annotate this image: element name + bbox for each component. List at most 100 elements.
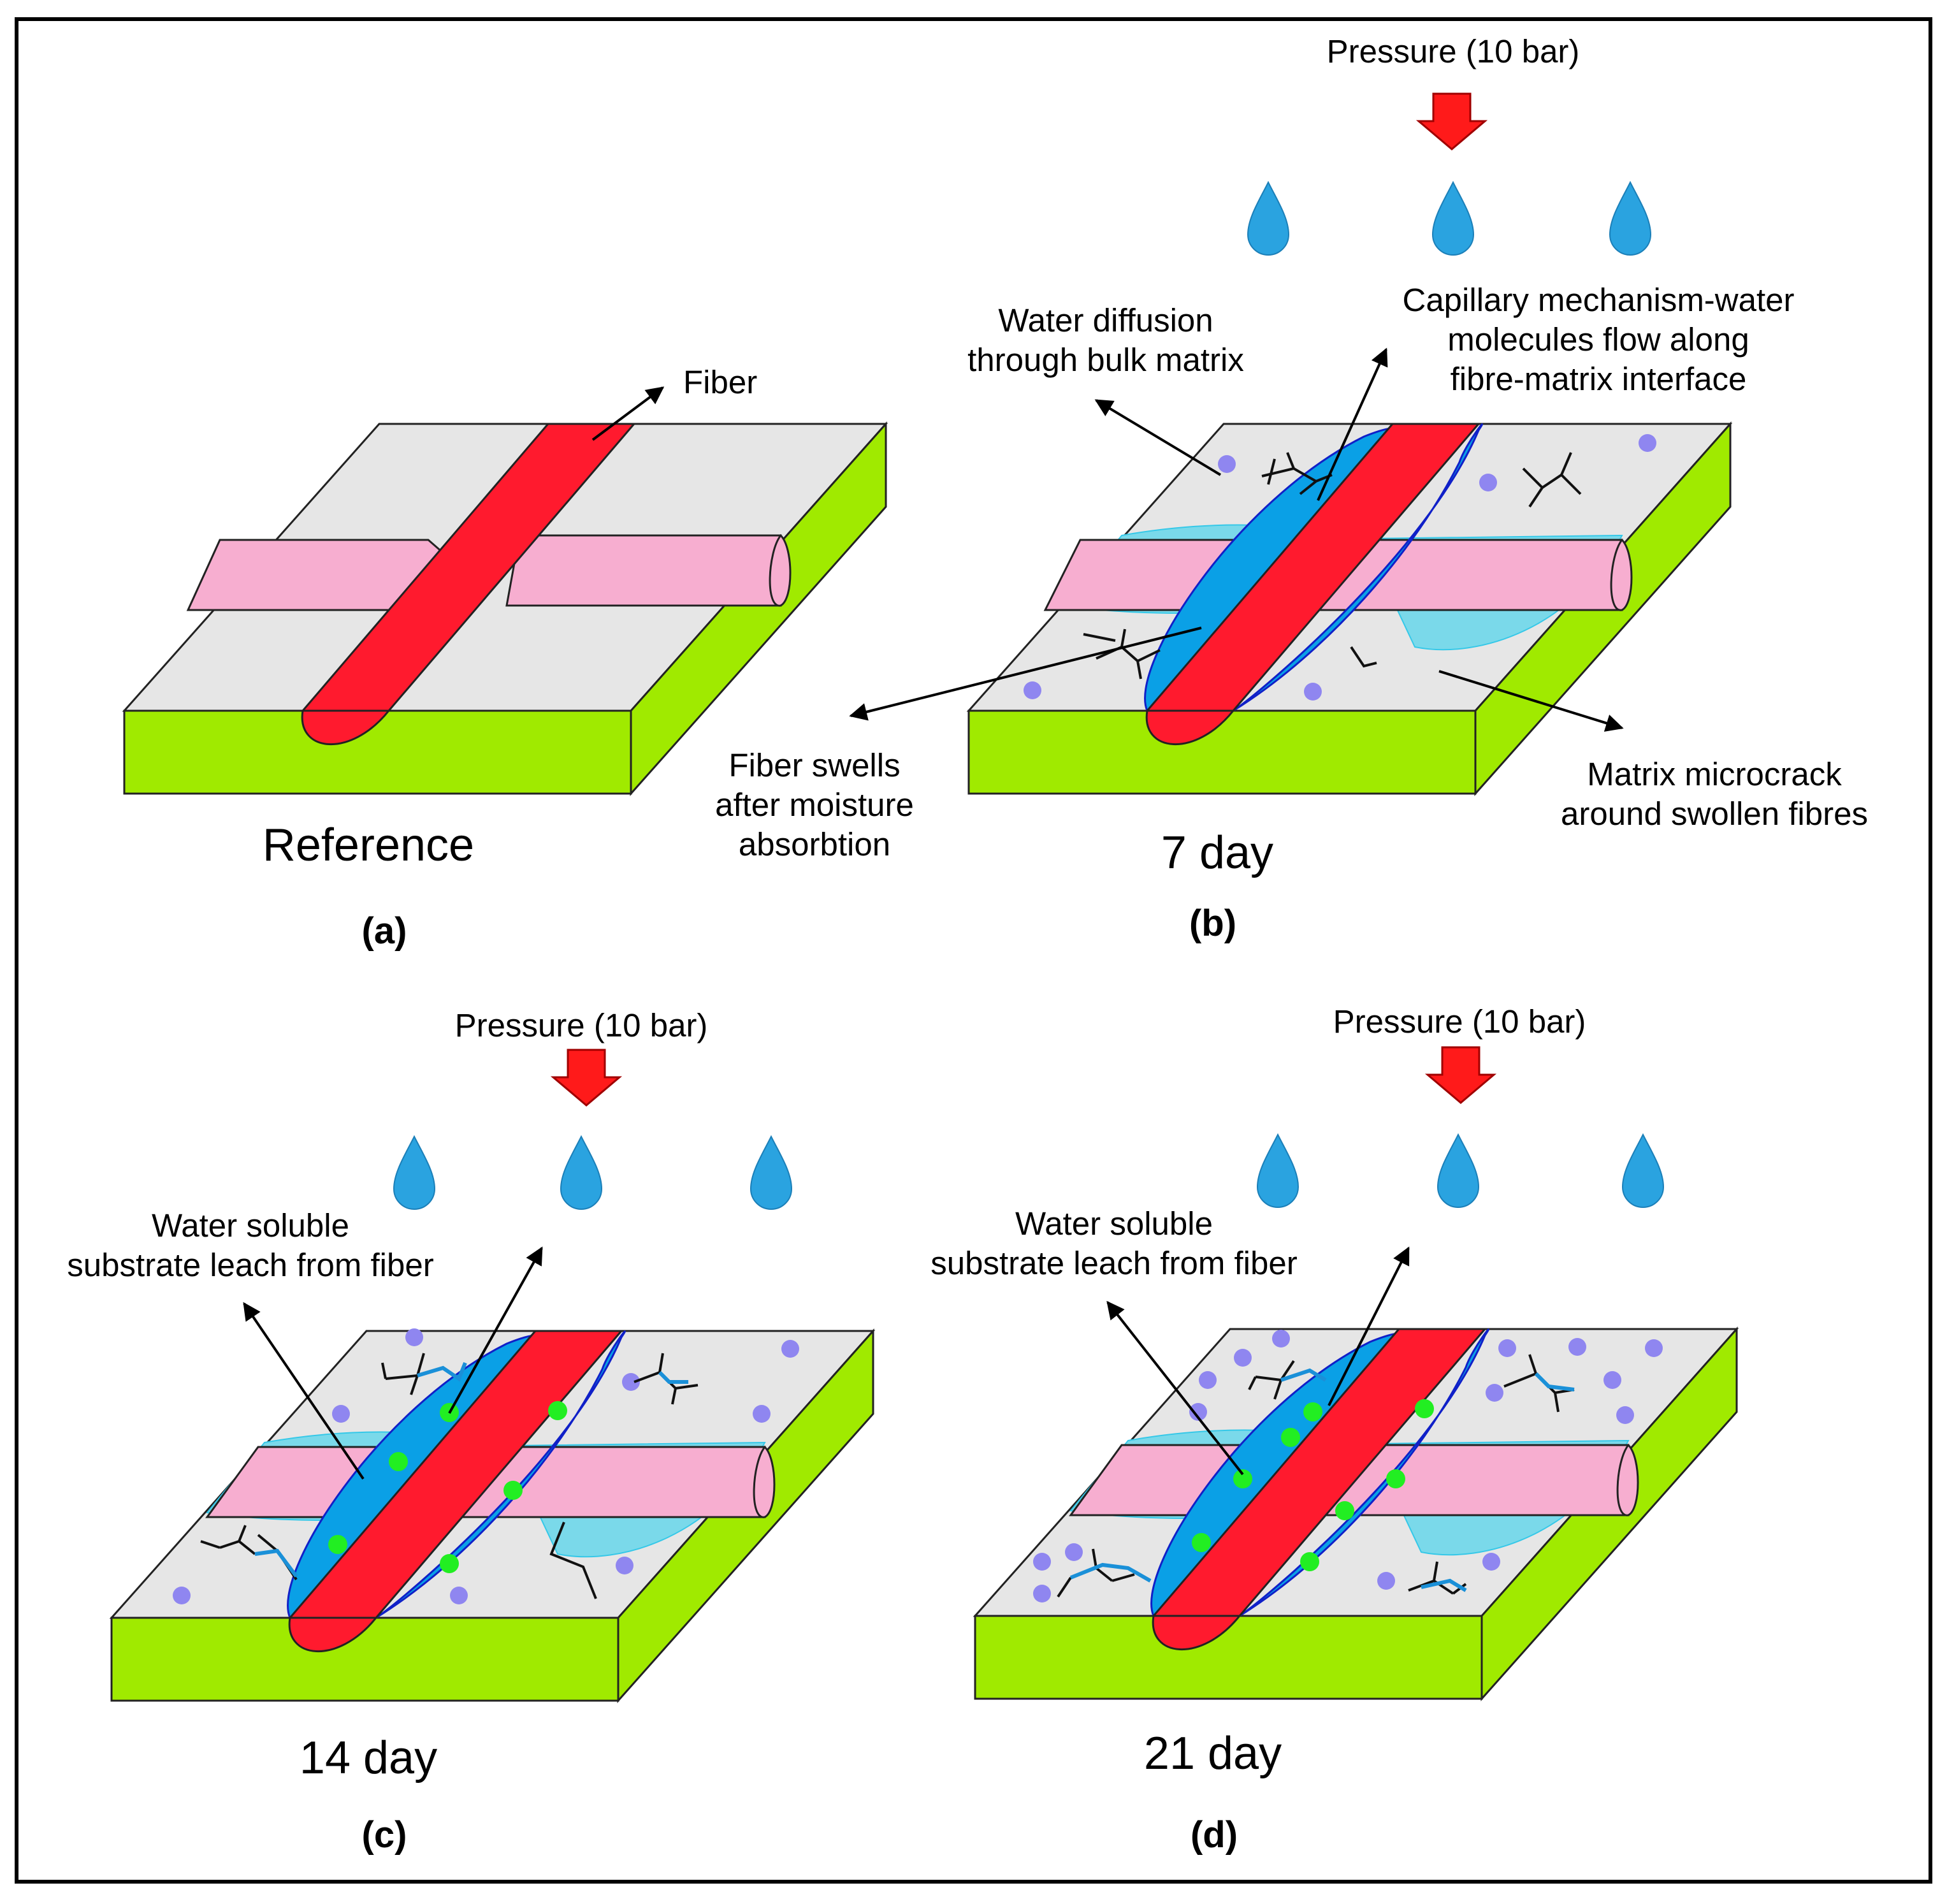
water-molecule <box>1616 1406 1634 1424</box>
swell-arrow <box>849 627 1202 721</box>
leaching-path <box>1421 1578 1467 1592</box>
leached-substrate <box>389 1452 408 1471</box>
microcrack <box>1522 452 1582 508</box>
swell-label-line2: after moisture <box>715 787 914 823</box>
leached-substrate <box>1192 1533 1211 1552</box>
diffusion-label-line2: through bulk matrix <box>967 342 1244 378</box>
fiber-end-cap <box>1152 1615 1242 1650</box>
leach-arrow-c2 <box>448 1246 543 1414</box>
leaching-path <box>658 1370 688 1384</box>
leaching-path <box>1069 1562 1152 1583</box>
caption-d: 21 day <box>1144 1728 1282 1779</box>
band-end-cap <box>753 1445 776 1518</box>
panel-d: Pressure (10 bar) <box>930 1003 1739 1856</box>
water-drop-c3 <box>750 1136 792 1210</box>
microcrack-label-line2: around swollen fibres <box>1561 796 1868 832</box>
panel-c: Pressure (10 bar) <box>67 1007 876 1856</box>
fiber-end-cap <box>288 1617 379 1652</box>
water-drop-b3 <box>1609 182 1651 256</box>
leach-arrow-c1 <box>243 1302 365 1480</box>
sublabel-c: (c) <box>362 1814 407 1856</box>
sublabel-d: (d) <box>1191 1814 1238 1856</box>
fiber-arrow <box>591 386 665 441</box>
fiber-label: Fiber <box>683 364 757 400</box>
caption-a: Reference <box>263 820 474 871</box>
water-molecule <box>622 1373 640 1391</box>
leached-substrate <box>503 1481 523 1500</box>
pressure-label-d: Pressure (10 bar) <box>1333 1003 1586 1040</box>
water-molecule <box>1199 1371 1217 1389</box>
water-drop-d1 <box>1257 1134 1299 1208</box>
band-end-cap <box>1616 1443 1639 1516</box>
water-molecule <box>1189 1403 1207 1421</box>
capillary-label-line1: Capillary mechanism-water <box>1402 282 1794 318</box>
capillary-arrow <box>1317 347 1388 501</box>
leach-label-c-line2: substrate leach from fiber <box>67 1247 433 1283</box>
water-molecule <box>1482 1553 1500 1571</box>
water-molecule <box>1498 1339 1516 1357</box>
water-molecule <box>332 1405 350 1423</box>
water-molecule <box>1603 1371 1621 1389</box>
water-molecule <box>1033 1585 1051 1602</box>
leached-substrate <box>328 1535 347 1554</box>
pressure-label-b: Pressure (10 bar) <box>1327 33 1580 69</box>
panel-b: Pressure (10 bar) Water <box>715 33 1868 944</box>
leached-substrate <box>548 1401 567 1420</box>
leach-arrow-d1 <box>1106 1300 1244 1476</box>
microcrack <box>549 1522 597 1599</box>
water-drop-c1 <box>393 1136 435 1210</box>
band-end-cap <box>769 534 792 607</box>
leached-substrate <box>1335 1501 1354 1520</box>
leaching-path <box>417 1362 467 1382</box>
microcrack-arrow <box>1438 670 1624 732</box>
caption-b: 7 day <box>1161 827 1273 878</box>
microcrack <box>1408 1561 1467 1595</box>
leach-label-d-line1: Water soluble <box>1015 1205 1213 1242</box>
water-drop-b1 <box>1247 182 1289 256</box>
band-end-cap <box>1610 538 1633 611</box>
leaching-path <box>1280 1368 1327 1382</box>
fiber-end-cap <box>1145 709 1236 745</box>
leaching-path <box>254 1548 298 1578</box>
microcrack <box>1261 452 1333 495</box>
leached-substrate <box>1300 1552 1319 1571</box>
panel-a: Fiber Reference (a) <box>122 364 888 952</box>
water-molecule <box>1639 434 1656 452</box>
microcrack-label-line1: Matrix microcrack <box>1587 756 1842 792</box>
diffusion-label-line1: Water diffusion <box>998 302 1213 338</box>
water-molecule <box>1377 1572 1395 1590</box>
water-molecule <box>1486 1384 1503 1402</box>
water-molecule <box>1645 1339 1663 1357</box>
water-molecule <box>1218 455 1236 473</box>
water-molecule <box>781 1340 799 1358</box>
swollen-fiber-right <box>375 1330 626 1619</box>
water-molecule <box>616 1557 633 1574</box>
water-molecule <box>753 1405 771 1423</box>
water-molecule <box>1304 683 1322 701</box>
pressure-arrow-c <box>552 1049 621 1107</box>
water-molecule <box>1065 1543 1083 1561</box>
sublabel-b: (b) <box>1189 903 1236 944</box>
leach-label-d-line2: substrate leach from fiber <box>930 1245 1297 1281</box>
pressure-arrow-d <box>1426 1046 1495 1104</box>
pressure-arrow-b <box>1417 92 1486 150</box>
leached-substrate <box>1415 1399 1434 1418</box>
water-molecule <box>1272 1330 1290 1348</box>
leached-substrate <box>1386 1469 1405 1488</box>
water-molecule <box>450 1587 468 1604</box>
swell-label-line1: Fiber swells <box>728 747 900 783</box>
leached-substrate <box>1303 1402 1322 1421</box>
water-molecule <box>1024 681 1041 699</box>
swollen-fiber-right <box>1233 423 1483 712</box>
water-drop-b2 <box>1432 182 1474 256</box>
figure-border <box>15 17 1932 1884</box>
leach-arrow-d2 <box>1328 1246 1410 1406</box>
leached-substrate <box>1281 1428 1300 1447</box>
water-molecule <box>1568 1338 1586 1356</box>
leached-substrate <box>1233 1469 1252 1488</box>
water-drop-d2 <box>1437 1134 1479 1208</box>
water-molecule <box>405 1328 423 1346</box>
microcrack <box>1083 629 1161 679</box>
microcrack <box>1350 646 1377 668</box>
